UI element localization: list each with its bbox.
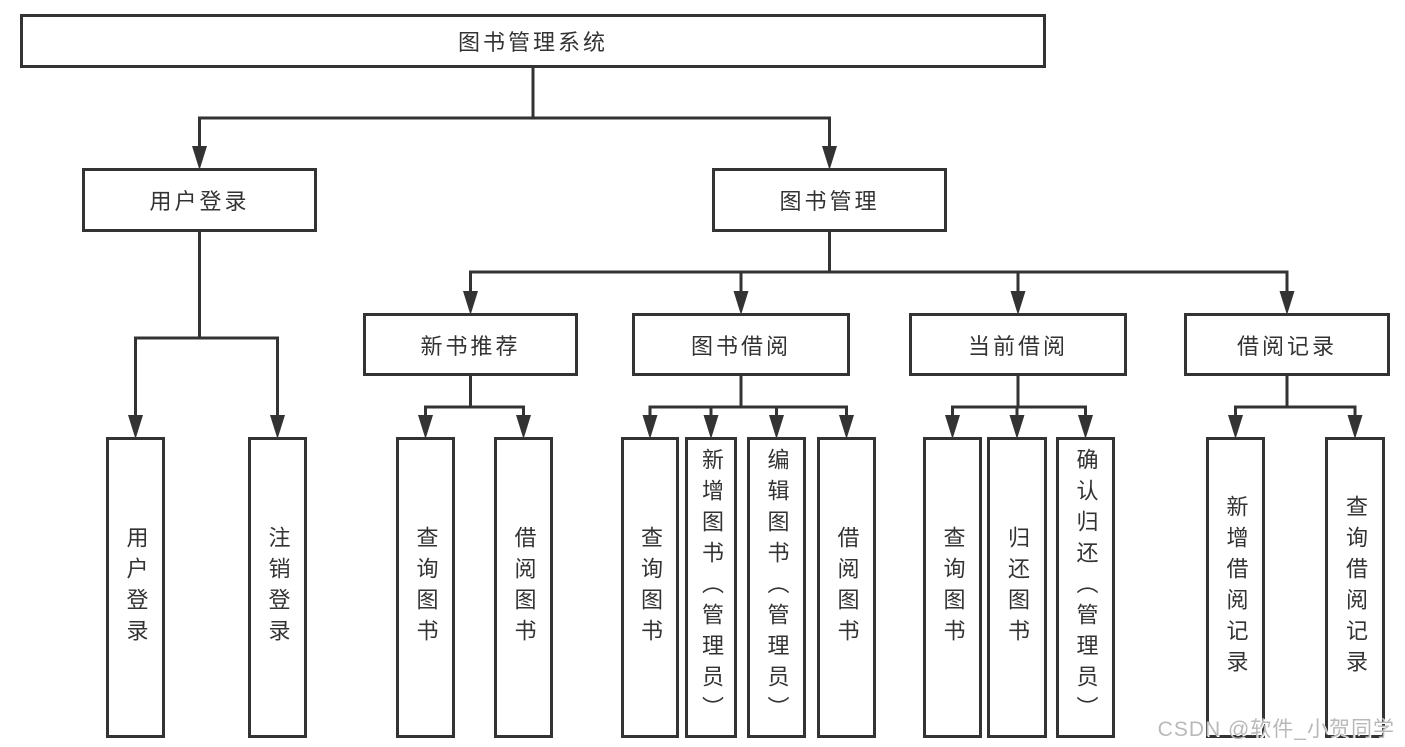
node-t-return-book: 归还图书 — [987, 437, 1047, 738]
arrowhead — [703, 415, 719, 439]
arrowhead — [1010, 291, 1026, 315]
node-root: 图书管理系统 — [20, 14, 1046, 68]
node-label-book-mgmt: 图书管理 — [779, 189, 880, 214]
arrowhead — [516, 415, 531, 439]
node-t-query-book-1: 查询图书 — [396, 437, 455, 738]
arrowhead — [733, 291, 749, 315]
node-label-user-login: 用户登录 — [149, 189, 250, 214]
node-label-current-borrow: 当前借阅 — [967, 333, 1068, 359]
arrowhead — [822, 146, 837, 170]
node-user-login: 用户登录 — [82, 168, 317, 232]
node-label-book-borrow: 图书借阅 — [690, 333, 791, 359]
arrowhead — [270, 415, 285, 439]
arrowhead — [463, 291, 478, 315]
node-t-logout: 注销登录 — [248, 437, 307, 738]
node-current-borrow: 当前借阅 — [909, 313, 1127, 376]
node-t-query-record: 查询借阅记录 — [1325, 437, 1385, 738]
node-t-query-book-2: 查询图书 — [621, 437, 679, 738]
watermark-text: CSDN @软件_小贺同学 — [1157, 718, 1395, 741]
node-label-t-confirm-return: 确认归还（管理员） — [1073, 448, 1099, 727]
node-label-t-query-record: 查询借阅记录 — [1343, 494, 1368, 681]
node-book-mgmt: 图书管理 — [712, 168, 947, 232]
node-t-edit-book: 编辑图书（管理员） — [747, 437, 806, 738]
node-label-t-borrow-book-2: 借阅图书 — [834, 525, 860, 650]
node-label-t-add-record: 新增借阅记录 — [1223, 494, 1249, 681]
arrowhead — [642, 415, 658, 439]
node-t-borrow-book-1: 借阅图书 — [494, 437, 553, 738]
node-label-t-query-book-1: 查询图书 — [413, 525, 439, 650]
arrowhead — [839, 415, 854, 439]
arrowhead — [945, 415, 960, 439]
arrowhead — [1228, 415, 1243, 439]
node-t-add-record: 新增借阅记录 — [1206, 437, 1265, 738]
node-t-add-book: 新增图书（管理员） — [685, 437, 737, 738]
node-label-t-add-book: 新增图书（管理员） — [699, 448, 724, 727]
arrowhead — [128, 415, 143, 439]
arrowhead — [418, 415, 433, 439]
node-label-new-book-rec: 新书推荐 — [420, 333, 521, 359]
node-label-t-query-book-3: 查询图书 — [940, 525, 966, 650]
node-new-book-rec: 新书推荐 — [363, 313, 578, 376]
node-t-query-book-3: 查询图书 — [923, 437, 982, 738]
node-label-borrow-record: 借阅记录 — [1236, 333, 1337, 359]
node-t-user-login: 用户登录 — [106, 437, 165, 738]
arrowhead — [1009, 415, 1025, 439]
node-label-t-borrow-book-1: 借阅图书 — [511, 525, 537, 650]
node-label-t-logout: 注销登录 — [265, 525, 291, 650]
arrowhead — [769, 415, 784, 439]
node-label-t-query-book-2: 查询图书 — [638, 525, 663, 650]
node-book-borrow: 图书借阅 — [632, 313, 850, 376]
arrowhead — [1347, 415, 1363, 439]
node-label-t-user-login: 用户登录 — [123, 525, 149, 650]
arrowhead — [1078, 415, 1093, 439]
node-t-confirm-return: 确认归还（管理员） — [1056, 437, 1115, 738]
node-borrow-record: 借阅记录 — [1184, 313, 1390, 376]
node-t-borrow-book-2: 借阅图书 — [817, 437, 876, 738]
arrowhead — [1279, 291, 1295, 315]
node-label-root: 图书管理系统 — [457, 30, 608, 55]
node-label-t-edit-book: 编辑图书（管理员） — [764, 448, 790, 727]
node-label-t-return-book: 归还图书 — [1005, 525, 1030, 650]
arrowhead — [192, 146, 207, 170]
